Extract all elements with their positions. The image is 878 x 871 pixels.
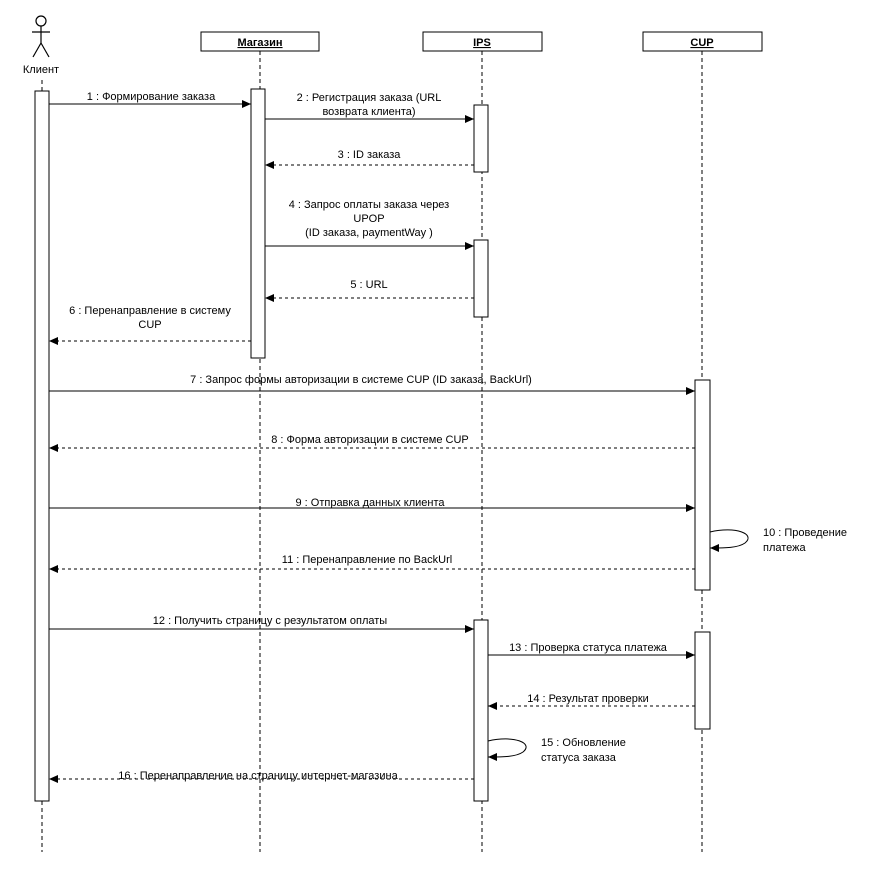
- self-call-arrow: [487, 738, 527, 761]
- stick-figure-icon: [32, 15, 50, 58]
- activation-bar-ips: [473, 104, 489, 173]
- message-2: 2 : Регистрация заказа (URL возврата кли…: [265, 92, 474, 123]
- object-box: [422, 31, 543, 52]
- message-label: (ID заказа, paymentWay ): [305, 227, 433, 239]
- message-label: 15 : Обновление: [541, 737, 626, 749]
- activations: [34, 88, 711, 802]
- self-call-arrow: [709, 529, 749, 552]
- message-3: 3 : ID заказа: [265, 149, 474, 169]
- message-label: 8 : Форма авторизации в системе CUP: [271, 434, 468, 446]
- message-label: 2 : Регистрация заказа (URL: [297, 92, 442, 104]
- message-10: 10 : Проведение платежа: [709, 527, 847, 554]
- message-7: 7 : Запрос формы авторизации в системе C…: [49, 374, 695, 395]
- activation-bar-cup: [694, 631, 711, 730]
- object-cup: CUP: [642, 31, 763, 52]
- actor-label: Клиент: [23, 64, 59, 76]
- message-label: UPOP: [353, 213, 384, 225]
- actor-client: Клиент: [23, 15, 59, 76]
- message-label: CUP: [138, 319, 161, 331]
- message-1: 1 : Формирование заказа: [49, 91, 251, 108]
- message-label: 7 : Запрос формы авторизации в системе C…: [190, 374, 532, 386]
- message-label: 6 : Перенаправление в систему: [69, 305, 231, 317]
- message-label: 3 : ID заказа: [338, 149, 402, 161]
- message-12: 12 : Получить страницу с результатом опл…: [49, 615, 474, 633]
- object-ips: IPS: [422, 31, 543, 52]
- message-label: 14 : Результат проверки: [527, 693, 649, 705]
- message-6: 6 : Перенаправление в систему CUP: [49, 305, 251, 345]
- activation-bar-ips: [473, 619, 489, 802]
- message-5: 5 : URL: [265, 279, 474, 302]
- object-label: Магазин: [237, 37, 282, 49]
- object-shop: Магазин: [200, 31, 320, 52]
- message-label: 10 : Проведение: [763, 527, 847, 539]
- message-label: 16 : Перенаправление на страницу интерне…: [118, 770, 398, 782]
- message-11: 11 : Перенаправление по BackUrl: [49, 554, 695, 573]
- activation-bar-ips: [473, 239, 489, 318]
- message-14: 14 : Результат проверки: [488, 693, 695, 710]
- activation-bar-shop: [250, 88, 266, 359]
- message-8: 8 : Форма авторизации в системе CUP: [49, 434, 695, 452]
- activation-bar-cup: [694, 379, 711, 591]
- message-label: статуса заказа: [541, 752, 617, 764]
- message-label: 12 : Получить страницу с результатом опл…: [153, 615, 388, 627]
- message-label: 9 : Отправка данных клиента: [295, 497, 445, 509]
- object-box: [200, 31, 320, 52]
- message-label: 11 : Перенаправление по BackUrl: [282, 554, 452, 566]
- message-9: 9 : Отправка данных клиента: [49, 497, 695, 512]
- message-4: 4 : Запрос оплаты заказа через UPOP (ID …: [265, 199, 474, 250]
- message-label: платежа: [763, 542, 807, 554]
- message-label: 1 : Формирование заказа: [87, 91, 216, 103]
- activation-bar-client: [34, 90, 50, 802]
- message-label: возврата клиента): [322, 106, 415, 118]
- object-box: [642, 31, 763, 52]
- messages: 1 : Формирование заказа 2 : Регистрация …: [49, 91, 847, 783]
- message-label: 5 : URL: [350, 279, 387, 291]
- object-label: IPS: [473, 37, 491, 49]
- message-15: 15 : Обновление статуса заказа: [487, 737, 626, 764]
- message-label: 4 : Запрос оплаты заказа через: [289, 199, 449, 211]
- message-13: 13 : Проверка статуса платежа: [488, 642, 695, 659]
- object-label: CUP: [690, 37, 713, 49]
- lifelines: [41, 51, 703, 852]
- message-16: 16 : Перенаправление на страницу интерне…: [49, 770, 474, 783]
- message-label: 13 : Проверка статуса платежа: [509, 642, 668, 654]
